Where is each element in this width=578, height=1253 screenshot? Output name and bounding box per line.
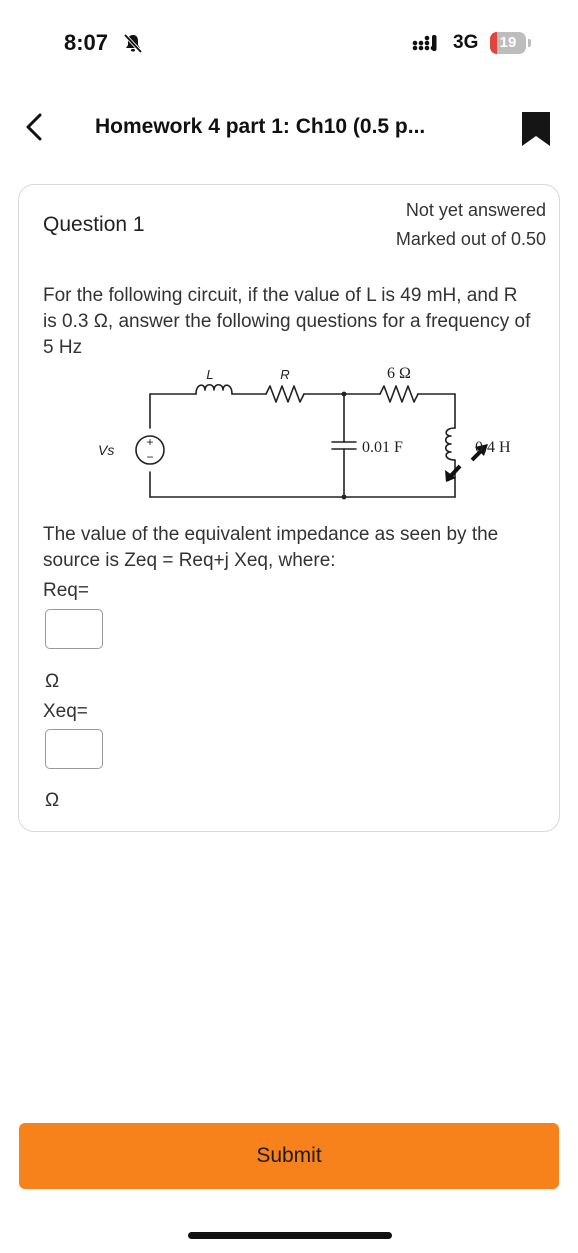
page-title: Homework 4 part 1: Ch10 (0.5 p...: [95, 115, 426, 138]
bookmark-icon[interactable]: [520, 110, 552, 148]
question-text: For the following circuit, if the value …: [43, 285, 531, 358]
battery-tip: [528, 39, 531, 47]
battery-icon: 19: [490, 32, 526, 54]
req-input[interactable]: [45, 609, 103, 649]
question-grade: Marked out of 0.50: [395, 229, 546, 249]
bell-slash-icon: [123, 33, 143, 54]
circuit-diagram: L R 6 Ω 0.01 F 0.4 H Vs + −: [98, 365, 511, 500]
question-card: [18, 184, 560, 832]
voltage-source: [135, 435, 165, 465]
resistor-r: [265, 385, 305, 403]
resistor2-value: 6 Ω: [387, 365, 411, 382]
capacitor-value: 0.01 F: [362, 439, 403, 456]
req-label: Req=: [43, 580, 89, 601]
inductor-label: L: [206, 367, 213, 382]
battery-fill: [490, 32, 497, 54]
inductor-04h: [444, 427, 456, 461]
network-type: 3G: [453, 32, 479, 53]
xeq-label: Xeq=: [43, 701, 88, 722]
inductor2-value: 0.4 H: [475, 439, 511, 456]
source-plus: +: [146, 435, 153, 449]
chevron-left-icon[interactable]: [22, 112, 46, 142]
source-label: Vs: [98, 442, 114, 458]
xeq-input[interactable]: [45, 729, 103, 769]
inductor-l: [195, 383, 233, 395]
source-minus: −: [146, 450, 153, 464]
resistor-label: R: [280, 367, 289, 382]
zeq-prompt: The value of the equivalent impedance as…: [43, 524, 499, 571]
resistor-6: [379, 385, 419, 403]
question-state: Not yet answered: [405, 200, 546, 220]
question-number: Question 1: [43, 213, 145, 236]
signal-icon: [412, 35, 437, 51]
xeq-unit: Ω: [45, 790, 60, 811]
status-time: 8:07: [64, 30, 109, 55]
battery-level: 19: [499, 34, 517, 51]
req-unit: Ω: [45, 671, 60, 692]
submit-button[interactable]: Submit: [19, 1123, 559, 1189]
home-indicator[interactable]: [188, 1232, 392, 1239]
